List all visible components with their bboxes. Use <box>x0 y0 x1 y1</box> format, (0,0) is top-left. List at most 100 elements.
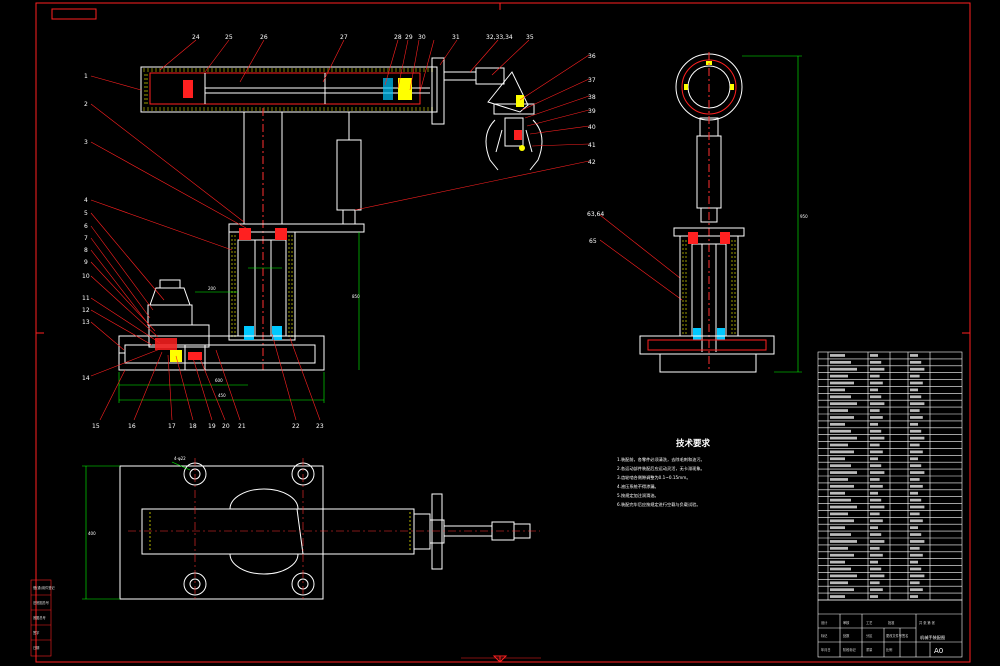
parts-list-entry-mark <box>870 402 885 406</box>
parts-list-entry-mark <box>830 422 845 426</box>
parts-list-entry-mark <box>870 422 878 426</box>
parts-list-entry-mark <box>830 491 845 495</box>
tb-cell-design: 设计 <box>821 620 828 625</box>
parts-list-entry-mark <box>830 478 848 481</box>
parts-list-entry-mark <box>830 533 851 536</box>
parts-list-entry-mark <box>910 498 922 502</box>
parts-list-entry-mark <box>830 471 857 474</box>
parts-list-entry-mark <box>830 505 857 509</box>
balloon-37: 37 <box>588 77 596 84</box>
parts-list-entry-mark <box>910 450 923 454</box>
plan-centerlines <box>128 458 540 600</box>
left-register-strip <box>30 579 52 657</box>
parts-list-entry-mark <box>910 478 920 481</box>
balloon-26: 26 <box>260 34 268 41</box>
balloon-3: 3 <box>84 139 88 146</box>
side-view: 950 63,64 65 <box>587 52 808 373</box>
parts-list-entry-mark <box>830 374 848 378</box>
parts-list-entry-mark <box>830 546 848 550</box>
parts-list-entry-mark <box>910 354 918 357</box>
balloon-38: 38 <box>588 94 596 101</box>
balloon-2: 2 <box>84 101 88 108</box>
dim-plan-note: 4-φ22 <box>174 456 186 461</box>
gripper <box>485 71 543 171</box>
balloon-19: 19 <box>208 423 216 430</box>
tech-requirements-title: 技术要求 <box>676 438 711 449</box>
parts-list-entry-mark <box>870 519 883 523</box>
parts-list-entry-mark <box>910 512 920 516</box>
parts-list-entry-mark <box>870 560 878 564</box>
parts-list-entry-mark <box>870 498 882 502</box>
balloons-left: 1 2 3 4 5 6 7 8 9 10 11 12 13 14 <box>82 73 90 382</box>
parts-list-entry-mark <box>870 484 883 488</box>
balloon-13: 13 <box>82 319 90 326</box>
balloon-8: 8 <box>84 247 88 254</box>
tech-req-item-4: 4.液压系统不得渗漏。 <box>617 483 659 490</box>
parts-list-entry-mark <box>830 588 854 592</box>
tb-sheet-size: A0 <box>934 647 943 655</box>
register-label-3: 签字 <box>33 630 39 635</box>
parts-list-entry-mark <box>830 526 845 530</box>
parts-list-entry-mark <box>910 443 920 447</box>
dim-front-height: 850 <box>352 294 360 299</box>
parts-list-entry-mark <box>830 464 851 468</box>
parts-list-entry-mark <box>870 471 885 474</box>
parts-list-entry-mark <box>830 395 851 399</box>
register-label-1: 旧底图总号 <box>33 600 49 605</box>
parts-list-entry-mark <box>910 381 923 385</box>
parts-list-entry-mark <box>910 409 920 412</box>
wrist-flange <box>431 57 505 125</box>
parts-list-entry-mark <box>870 478 880 481</box>
balloon-39: 39 <box>588 108 596 115</box>
balloon-31: 31 <box>452 34 460 41</box>
parts-list-entry-mark <box>910 546 920 550</box>
parts-list-entry-mark <box>870 429 882 433</box>
parts-list-entry-mark <box>830 581 848 585</box>
tb-sheet-label: 共 张 第 张 <box>919 620 936 625</box>
balloon-28: 28 <box>394 34 402 41</box>
balloon-21: 21 <box>238 423 246 430</box>
parts-list-entry-mark <box>910 367 925 371</box>
parts-list-entry-mark <box>870 388 878 392</box>
balloon-7: 7 <box>84 235 88 242</box>
balloon-40: 40 <box>588 124 596 131</box>
parts-list-entry-mark <box>870 588 883 592</box>
parts-list-entry-mark <box>830 360 851 364</box>
parts-list-entry-mark <box>910 395 922 399</box>
base-frame <box>118 335 325 371</box>
dim-front-mid: 200 <box>208 286 216 291</box>
side-dimensions <box>742 55 802 373</box>
balloon-42: 42 <box>588 159 596 166</box>
parts-list-entry-mark <box>830 436 857 440</box>
parts-list-entry-mark <box>870 395 882 399</box>
balloon-30: 30 <box>418 34 426 41</box>
parts-list-entry-mark <box>870 491 878 495</box>
parts-list-entry-mark <box>910 457 918 461</box>
parts-list-entry-mark <box>910 567 922 571</box>
parts-list-entry-mark <box>910 560 918 564</box>
parts-list-entry-mark <box>910 553 923 557</box>
parts-list-entry-mark <box>830 574 857 578</box>
parts-list-entry-mark <box>910 505 925 509</box>
balloon-23: 23 <box>316 423 324 430</box>
tech-req-item-1: 1.装配前，各零件必须清洗，去除毛刺和油污。 <box>617 456 705 463</box>
column-housing <box>228 231 296 341</box>
dim-front-base-1: 600 <box>215 378 223 383</box>
parts-list-entry-mark <box>830 595 845 598</box>
balloon-16: 16 <box>128 423 136 430</box>
plan-arm <box>141 488 531 575</box>
parts-list-entry-mark <box>870 512 880 516</box>
title-block-text: 设计 审核 工艺 批准 标记 处数 分区 更改文件号 签名 年月日 阶段标记 重… <box>821 620 945 655</box>
balloons-bottom: 15 16 17 18 19 20 21 22 23 <box>92 423 324 430</box>
register-label-0: 借(通)用件登记 <box>33 585 55 590</box>
drive-motor <box>147 279 193 326</box>
parts-list-entry-mark <box>830 484 854 488</box>
parts-list-entry-mark <box>910 491 918 495</box>
parts-list-entry-mark <box>910 464 922 468</box>
parts-list-entry-mark <box>910 526 918 530</box>
parts-list-entry-mark <box>830 519 854 523</box>
gripper-parts <box>514 95 525 151</box>
tb-stage-label: 阶段标记 <box>843 647 857 652</box>
dim-side-height: 950 <box>800 214 808 219</box>
parts-list-entry-mark <box>870 595 878 598</box>
